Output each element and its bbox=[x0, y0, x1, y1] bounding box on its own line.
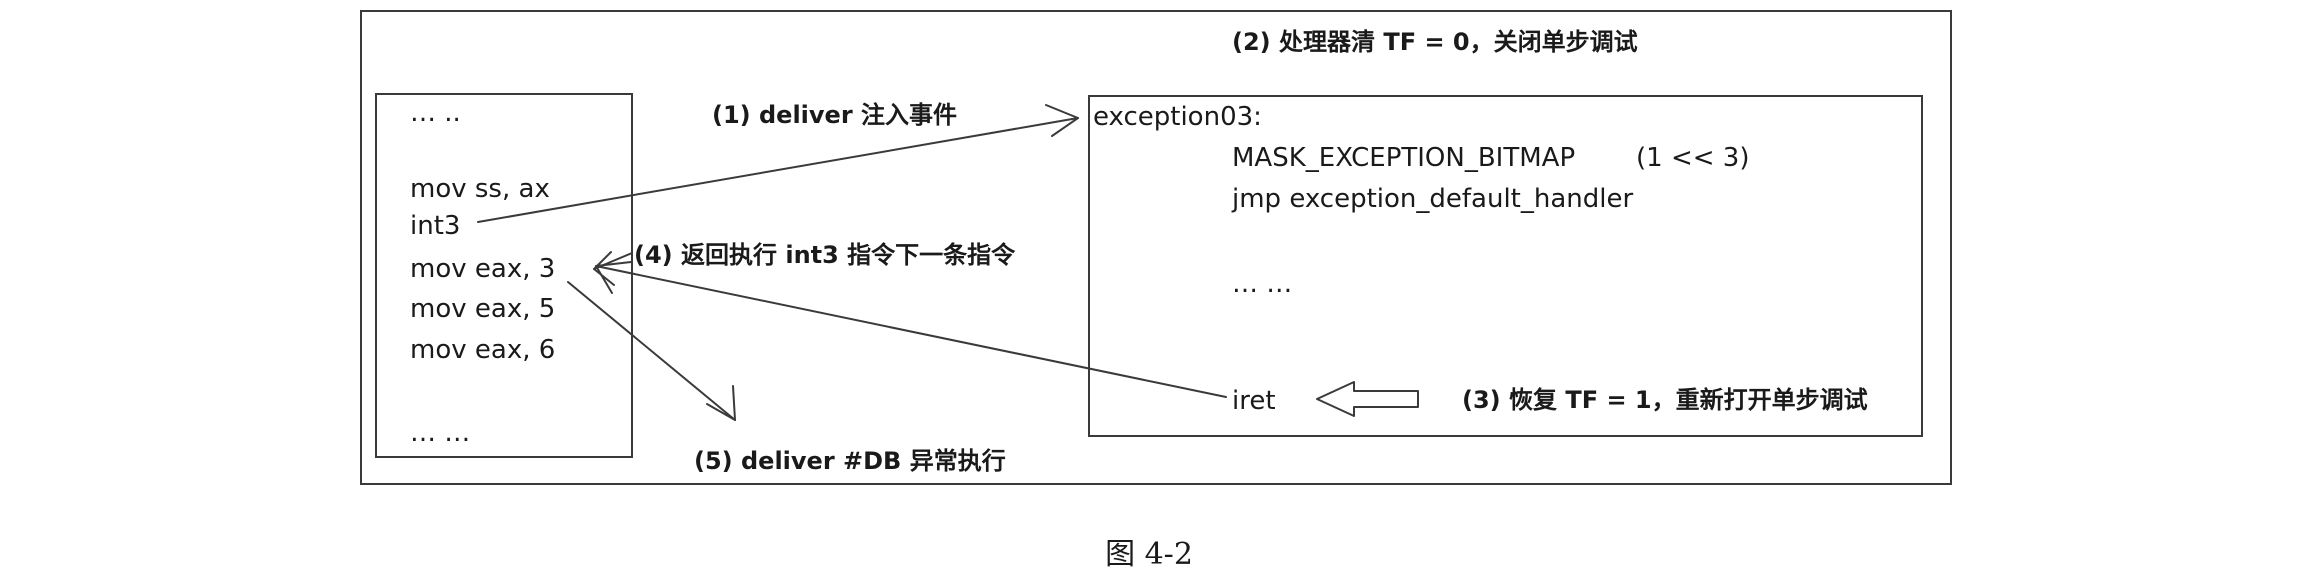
guest-code-mov-ss: mov ss, ax bbox=[410, 174, 550, 204]
handler-jmp-line: jmp exception_default_handler bbox=[1232, 184, 1634, 214]
arrow-deliver-db bbox=[567, 281, 736, 421]
arrow-return-next bbox=[595, 265, 1227, 398]
arrow-deliver-inject-head bbox=[1045, 104, 1079, 137]
handler-iret-line: iret bbox=[1232, 386, 1276, 416]
arrow-next-instruction-head bbox=[593, 251, 615, 286]
step2-label: (2) 处理器清 TF = 0，关闭单步调试 bbox=[1232, 28, 1638, 56]
arrow-next-instruction bbox=[593, 252, 633, 270]
figure-caption: 图 4-2 bbox=[1105, 537, 1193, 572]
step1-label: (1) deliver 注入事件 bbox=[712, 101, 958, 129]
guest-code-int3: int3 bbox=[410, 211, 461, 241]
handler-code-box bbox=[1088, 95, 1923, 437]
handler-ellipsis: … … bbox=[1232, 269, 1293, 299]
guest-code-ellipsis-top: … .. bbox=[410, 98, 461, 128]
hollow-arrow-restore-tf bbox=[1316, 381, 1419, 417]
guest-code-mov-eax-3: mov eax, 3 bbox=[410, 254, 556, 284]
arrow-deliver-inject bbox=[477, 117, 1079, 223]
diagram-frame bbox=[360, 10, 1952, 485]
arrow-deliver-db-head bbox=[706, 385, 736, 421]
guest-code-box bbox=[375, 93, 633, 458]
guest-code-ellipsis-bottom: … … bbox=[410, 418, 471, 448]
guest-code-mov-eax-5: mov eax, 5 bbox=[410, 294, 556, 324]
guest-code-mov-eax-6: mov eax, 6 bbox=[410, 335, 556, 365]
handler-mask-arg: (1 << 3) bbox=[1636, 143, 1750, 173]
step5-label: (5) deliver #DB 异常执行 bbox=[694, 447, 1006, 475]
step3-label: (3) 恢复 TF = 1，重新打开单步调试 bbox=[1462, 386, 1868, 414]
handler-label: exception03: bbox=[1093, 102, 1262, 132]
step4-label: (4) 返回执行 int3 指令下一条指令 bbox=[634, 241, 1016, 269]
handler-mask-line: MASK_EXCEPTION_BITMAP bbox=[1232, 143, 1576, 173]
